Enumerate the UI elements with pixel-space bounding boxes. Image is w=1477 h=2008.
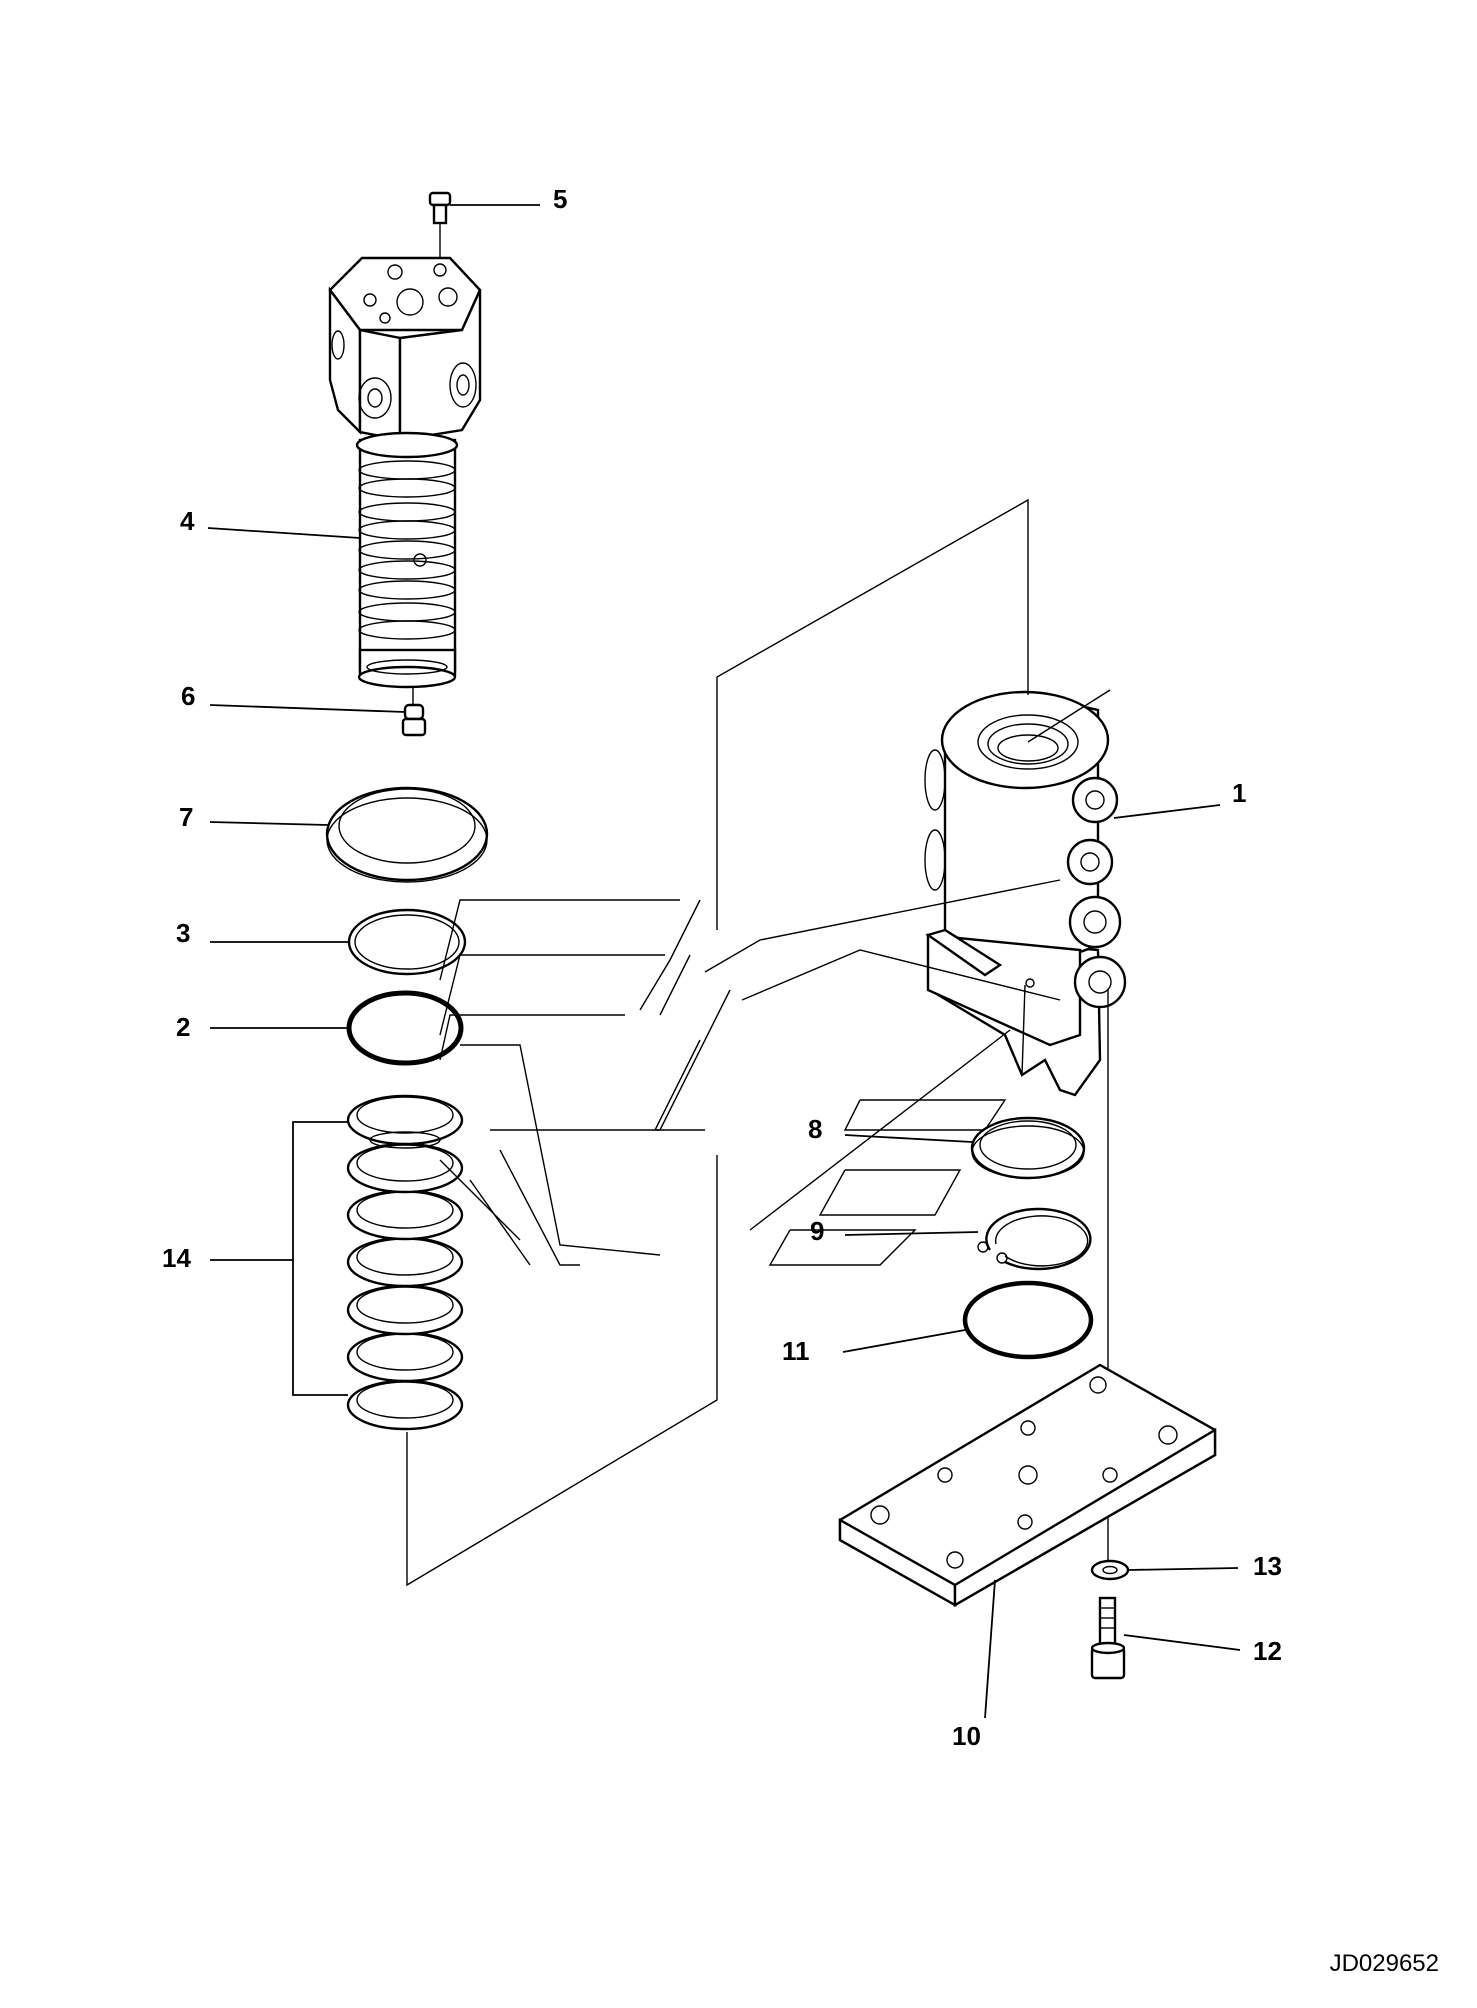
callout-numbers: 1 2 3 4 5 6 7 8 9 10 11 12 13 14 xyxy=(162,184,1282,1751)
callout-8: 8 xyxy=(808,1114,822,1144)
callout-5: 5 xyxy=(553,184,567,214)
part-4-valve-cartridge xyxy=(328,256,482,689)
part-13-washer xyxy=(1090,1559,1130,1581)
callout-7: 7 xyxy=(179,802,193,832)
callout-10: 10 xyxy=(952,1721,981,1751)
part-7-ring xyxy=(325,786,489,883)
callout-11: 11 xyxy=(782,1336,810,1366)
callout-2: 2 xyxy=(176,1012,190,1042)
part-6-plug xyxy=(401,688,427,737)
leader-lines xyxy=(207,204,1241,1719)
document-id: JD029652 xyxy=(1329,1950,1439,1977)
callout-9: 9 xyxy=(810,1216,824,1246)
part-1-valve-housing xyxy=(924,690,1127,1097)
callout-14: 14 xyxy=(162,1243,191,1273)
assembly-guide-lines xyxy=(406,498,1111,1587)
part-10-plate xyxy=(838,1363,1217,1608)
callout-13: 13 xyxy=(1253,1551,1282,1581)
part-5-plug xyxy=(428,191,452,295)
part-12-cap-screw xyxy=(1090,1596,1126,1680)
part-2-o-ring xyxy=(346,990,464,1066)
callout-12: 12 xyxy=(1253,1636,1282,1666)
callout-6: 6 xyxy=(181,681,195,711)
part-3-o-ring xyxy=(347,908,467,976)
callout-3: 3 xyxy=(176,918,190,948)
part-11-o-ring xyxy=(962,1280,1094,1360)
callout-1: 1 xyxy=(1232,778,1246,808)
part-14-seal-stack xyxy=(346,1094,464,1431)
callout-4: 4 xyxy=(180,506,195,536)
part-9-snap-ring xyxy=(977,1207,1092,1271)
